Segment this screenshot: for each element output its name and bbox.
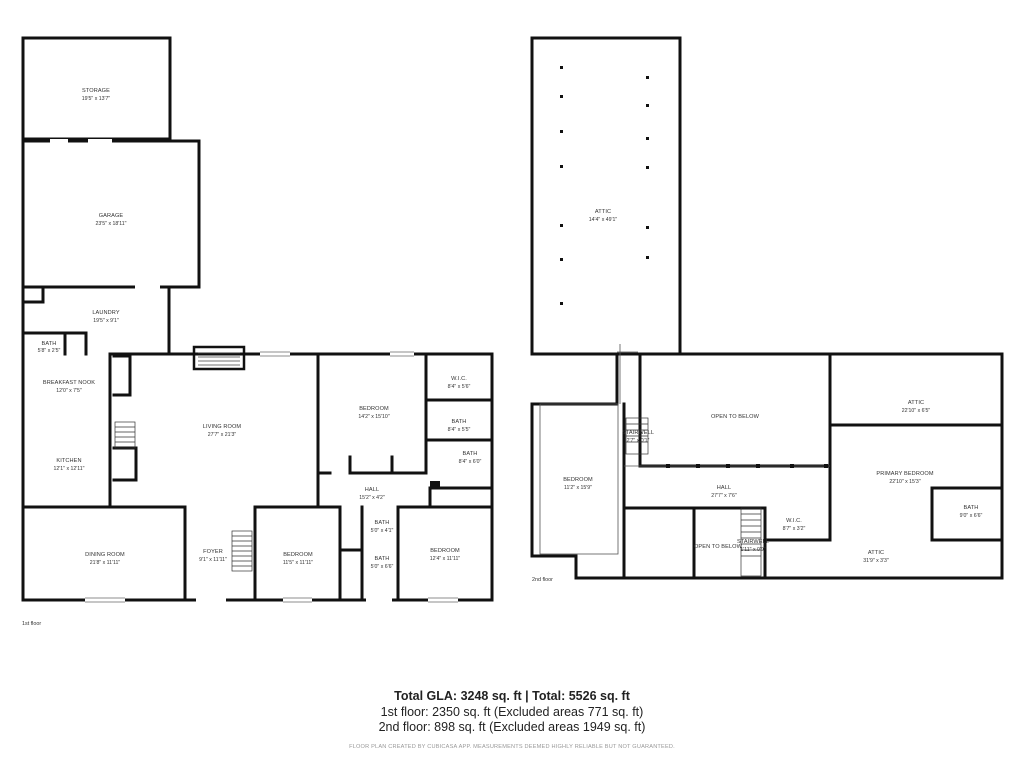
storage-dim: 19'5" x 13'7" (82, 96, 111, 102)
living-room-dim: 27'7" x 21'3" (208, 432, 237, 438)
attic-long-label: ATTIC (595, 209, 611, 215)
hall-2-dim: 27'7" x 7'6" (711, 493, 737, 499)
wic-2-dim: 8'7" x 3'2" (783, 526, 806, 532)
open-below-1-label: OPEN TO BELOW (711, 414, 760, 420)
stairwell-2-dim: 1'11" x 0'9" (740, 547, 765, 553)
first-floor-label: 1st floor (22, 621, 41, 627)
open-below-walls (638, 352, 832, 468)
fireplace-hatch (198, 352, 240, 366)
small-bath-walls (21, 331, 88, 356)
wic-1-dim: 8'4" x 5'6" (448, 384, 471, 390)
main-outline (21, 352, 494, 602)
open-below-2-label: OPEN TO BELOW (694, 544, 743, 550)
kitchen-dim: 12'1" x 12'11" (54, 466, 85, 472)
bath-2-label: BATH (463, 451, 478, 457)
first-floor-area: 1st floor: 2350 sq. ft (Excluded areas 7… (380, 705, 644, 719)
fireplace (192, 345, 246, 371)
dining-room-dim: 21'8" x 11'11" (90, 560, 121, 566)
hall-walls (316, 478, 432, 509)
laundry-dim: 19'5" x 9'1" (93, 318, 119, 324)
stairwell-1-dim: 2'7" x 0'1" (627, 438, 650, 444)
attic-long-dim: 14'4" x 49'1" (589, 217, 618, 223)
breakfast-nook-dim: 12'0" x 7'5" (56, 388, 82, 394)
wic-1-label: W.I.C. (451, 376, 467, 382)
upper-outline (530, 352, 1004, 580)
bath-2-dim: 8'4" x 6'0" (459, 459, 482, 465)
first-floor-plan (21, 36, 494, 602)
kitchen-walls (108, 352, 132, 509)
bath-small-label: BATH (42, 341, 57, 347)
primary-bedroom-label: PRIMARY BEDROOM (876, 471, 933, 477)
bedroom1-walls (348, 352, 494, 490)
hall-1-label: HALL (365, 487, 379, 493)
kitchen-pantry (112, 446, 138, 482)
bedroom-3-dim: 12'4" x 11'11" (430, 556, 461, 562)
bath-4-dim: 5'0" x 6'6" (371, 564, 394, 570)
total-area-summary: Total GLA: 3248 sq. ft | Total: 5526 sq.… (394, 689, 630, 703)
bath-4-label: BATH (375, 556, 390, 562)
attic-2-dim: 22'10" x 6'5" (902, 408, 931, 414)
bedroom-3-label: BEDROOM (430, 548, 460, 554)
foyer-label: FOYER (203, 549, 223, 555)
hall-1-dim: 15'2" x 4'2" (359, 495, 385, 501)
bath-up-label: BATH (964, 505, 979, 511)
stairwell-2-label: STAIRWELL (737, 539, 769, 545)
bedroom-2-label: BEDROOM (283, 552, 313, 558)
bath-3-label: BATH (375, 520, 390, 526)
dining-room-label: DINING ROOM (85, 552, 125, 558)
hall-column (430, 481, 440, 489)
bath-up-dim: 9'0" x 6'6" (960, 513, 983, 519)
attic-long-walls (530, 36, 682, 356)
primary-bedroom-dim: 22'10" x 15'3" (889, 479, 920, 485)
bath-1-dim: 8'4" x 5'5" (448, 427, 471, 433)
hall-2-label: HALL (717, 485, 731, 491)
attic-3-label: ATTIC (868, 550, 884, 556)
bedroom-up-dim: 11'2" x 15'9" (564, 485, 592, 491)
stairs-1st (114, 421, 253, 572)
living-room-label: LIVING ROOM (203, 424, 242, 430)
bottom-row-walls (21, 505, 494, 602)
attic-2-label: ATTIC (908, 400, 924, 406)
wic-walls (763, 506, 832, 542)
bedroom-up-walls (622, 402, 767, 580)
second-floor-area: 2nd floor: 898 sq. ft (Excluded areas 19… (378, 720, 646, 734)
bath-small-dim: 5'8" x 2'5" (38, 348, 61, 354)
attic-3-dim: 31'9" x 3'3" (863, 558, 889, 564)
bedroom-up-label: BEDROOM (563, 477, 593, 483)
room-labels: STORAGE 19'5" x 13'7" GARAGE 23'5" x 18'… (38, 88, 983, 570)
bedroom-2-dim: 11'5" x 11'11" (283, 560, 313, 566)
garage-label: GARAGE (99, 213, 124, 219)
bedroom-1-label: BEDROOM (359, 406, 389, 412)
foyer-dim: 9'1" x 11'11" (199, 557, 227, 563)
breakfast-nook-label: BREAKFAST NOOK (43, 380, 95, 386)
laundry-label: LAUNDRY (92, 310, 119, 316)
garage-dim: 23'5" x 18'11" (96, 221, 127, 227)
second-floor-label: 2nd floor (532, 577, 553, 583)
second-floor-plan (530, 36, 1004, 580)
laundry-walls (21, 285, 171, 356)
storage-label: STORAGE (82, 88, 110, 94)
living-walls (316, 352, 332, 509)
stairwell-1-label: STAIRWELL (622, 430, 654, 436)
window-marks (85, 351, 458, 603)
attic-posts (560, 66, 828, 468)
bedroom-1-dim: 14'2" x 15'10" (358, 414, 389, 420)
bath-3-dim: 5'0" x 4'1" (371, 528, 394, 534)
stairs-2nd (625, 417, 762, 577)
openings (50, 139, 458, 602)
kitchen-label: KITCHEN (56, 458, 81, 464)
wic-2-label: W.I.C. (786, 518, 802, 524)
disclaimer: FLOOR PLAN CREATED BY CUBICASA APP. MEAS… (349, 744, 675, 750)
bath-1-label: BATH (452, 419, 467, 425)
